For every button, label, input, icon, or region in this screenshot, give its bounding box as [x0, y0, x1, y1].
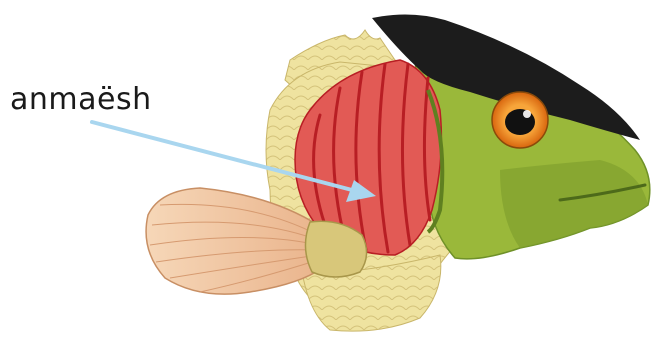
eye-highlight — [523, 110, 531, 118]
gill-label: anmaësh — [10, 82, 152, 117]
jaw-shadow — [500, 160, 648, 248]
